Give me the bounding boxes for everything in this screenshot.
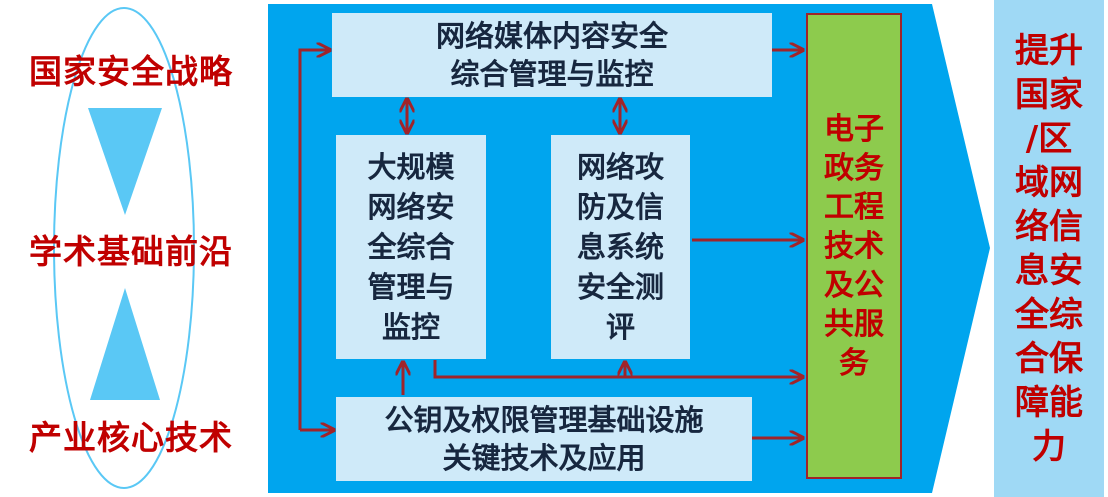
- box-e-government: 电子 政务 工程 技术 及公 共服 务: [806, 13, 902, 479]
- result-line: 合保: [1015, 338, 1083, 379]
- right-arrow-shape: [932, 4, 990, 493]
- box-line: 评: [605, 310, 635, 344]
- box-line: 管理与: [367, 270, 455, 304]
- box-media-content-security: 网络媒体内容安全 综合管理与监控: [332, 13, 772, 97]
- result-line: /区: [1025, 118, 1073, 159]
- result-line: 全综: [1015, 294, 1083, 335]
- result-line: 障能: [1015, 382, 1083, 423]
- box-line: 务: [839, 345, 869, 381]
- box-line: 监控: [381, 310, 440, 344]
- result-line: 息安: [1015, 250, 1083, 291]
- result-line: 络信: [1015, 206, 1083, 247]
- result-line: 力: [1032, 426, 1066, 467]
- box-line: 工程: [824, 189, 884, 225]
- box-large-scale-security-management: 大规模 网络安 全综合 管理与 监控: [336, 135, 486, 359]
- box-line: 网络媒体内容安全: [435, 19, 668, 53]
- hourglass-bottom: [90, 288, 160, 400]
- box-line: 网络安: [367, 190, 455, 224]
- arrow-left-to-top: [298, 50, 330, 430]
- label-national-security-strategy: 国家安全战略: [29, 52, 233, 91]
- label-academic-frontier: 学术基础前沿: [29, 232, 233, 271]
- label-industry-core-tech: 产业核心技术: [29, 418, 233, 457]
- box-line: 大规模: [367, 150, 455, 184]
- box-line: 安全测: [576, 270, 664, 304]
- box-line: 技术: [824, 228, 884, 264]
- box-line: 共服: [824, 306, 884, 342]
- hourglass-top: [88, 108, 162, 215]
- box-line: 电子: [824, 111, 884, 147]
- arrow-midleft-to-green: [433, 360, 803, 377]
- result-line: 域网: [1015, 162, 1083, 203]
- left-ellipse: [53, 7, 195, 489]
- result-box: 提升 国家 /区 域网 络信 息安 全综 合保 障能 力: [994, 0, 1104, 497]
- box-line: 网络攻: [576, 150, 664, 184]
- result-line: 提升: [1015, 30, 1083, 71]
- box-pki-infrastructure: 公钥及权限管理基础设施 关键技术及应用: [336, 397, 752, 481]
- box-line: 防及信: [576, 190, 664, 224]
- box-line: 公钥及权限管理基础设施: [384, 403, 704, 437]
- box-line: 综合管理与监控: [450, 57, 654, 91]
- box-line: 全综合: [367, 230, 455, 264]
- box-line: 息系统: [576, 230, 664, 264]
- box-attack-defense-evaluation: 网络攻 防及信 息系统 安全测 评: [551, 135, 690, 359]
- result-line: 国家: [1015, 74, 1083, 115]
- box-line: 政务: [824, 150, 884, 186]
- box-line: 关键技术及应用: [442, 441, 646, 475]
- box-line: 及公: [824, 267, 884, 303]
